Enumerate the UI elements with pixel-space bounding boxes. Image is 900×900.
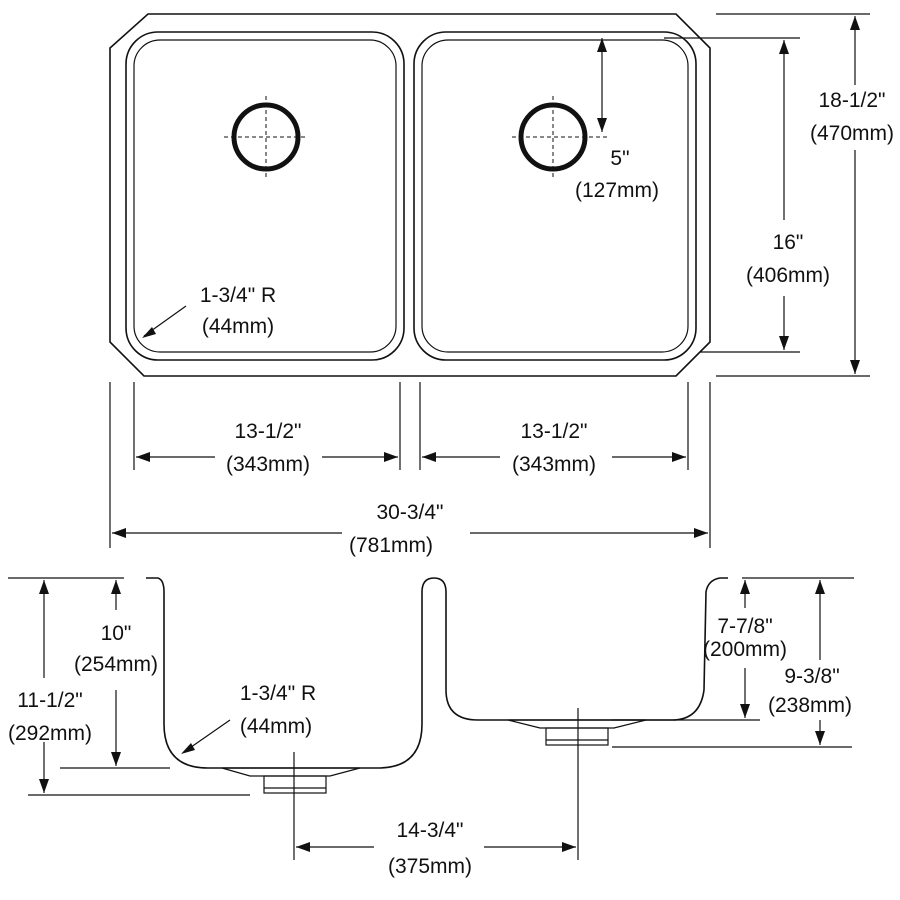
left-inner-depth-dimension: 10" (254mm) bbox=[74, 580, 158, 766]
right-inner-depth-dimension: 7-7/8" (200mm) bbox=[703, 580, 787, 718]
side-corner-radius-metric: (44mm) bbox=[240, 715, 312, 738]
drain-spacing-dimension: 14-3/4" (375mm) bbox=[296, 819, 576, 878]
overall-depth-dimension: 18-1/2" (470mm) bbox=[810, 16, 894, 374]
left-bowl-inner bbox=[133, 39, 397, 353]
right-inner-depth-metric: (200mm) bbox=[703, 638, 787, 661]
top-view: 5" (127mm) 1-3/4" R (44mm) 18-1/2" (470m… bbox=[109, 13, 894, 557]
drain-spacing-imperial: 14-3/4" bbox=[397, 819, 464, 842]
left-bowl-width-metric: (343mm) bbox=[226, 453, 310, 476]
overall-width-metric: (781mm) bbox=[349, 534, 433, 557]
bowl-depth-imperial: 16" bbox=[773, 231, 804, 254]
left-bowl-width-imperial: 13-1/2" bbox=[235, 420, 302, 443]
top-corner-radius-metric: (44mm) bbox=[202, 315, 274, 338]
drain-spacing-metric: (375mm) bbox=[388, 855, 472, 878]
right-bowl-width-dimension: 13-1/2" (343mm) bbox=[422, 420, 686, 476]
bowl-depth-dimension: 16" (406mm) bbox=[746, 40, 830, 350]
right-drain-icon bbox=[512, 96, 608, 178]
left-outer-depth-metric: (292mm) bbox=[8, 722, 92, 745]
left-bowl-outer bbox=[125, 31, 405, 361]
right-outer-depth-imperial: 9-3/8" bbox=[784, 665, 839, 688]
left-outer-depth-imperial: 11-1/2" bbox=[17, 689, 82, 712]
right-bowl-outer bbox=[413, 31, 697, 361]
overall-width-dimension: 30-3/4" (781mm) bbox=[112, 501, 708, 557]
right-bowl-width-metric: (343mm) bbox=[512, 453, 596, 476]
left-drain-icon bbox=[224, 96, 308, 178]
side-corner-radius-imperial: 1-3/4" R bbox=[240, 682, 316, 705]
left-outer-depth-dimension: 11-1/2" (292mm) bbox=[8, 580, 92, 793]
overall-depth-metric: (470mm) bbox=[810, 122, 894, 145]
side-corner-radius-callout: 1-3/4" R (44mm) bbox=[181, 682, 316, 754]
top-corner-radius-imperial: 1-3/4" R bbox=[200, 284, 276, 307]
top-corner-radius-callout: 1-3/4" R (44mm) bbox=[142, 284, 276, 338]
sink-outer-rim bbox=[109, 13, 711, 377]
right-drain-tailpiece-icon bbox=[507, 719, 647, 746]
bowl-depth-metric: (406mm) bbox=[746, 264, 830, 287]
right-bowl-inner bbox=[421, 39, 689, 353]
side-view: 11-1/2" (292mm) 10" (254mm) 1-3/4" R (44… bbox=[8, 577, 854, 878]
right-outer-depth-metric: (238mm) bbox=[768, 694, 852, 717]
right-bowl-width-imperial: 13-1/2" bbox=[521, 420, 588, 443]
left-drain-tailpiece-icon bbox=[221, 767, 361, 794]
left-inner-depth-imperial: 10" bbox=[101, 622, 132, 645]
overall-width-imperial: 30-3/4" bbox=[377, 501, 444, 524]
overall-depth-imperial: 18-1/2" bbox=[819, 89, 886, 112]
side-bowl-profile bbox=[146, 577, 728, 769]
left-inner-depth-metric: (254mm) bbox=[74, 653, 158, 676]
right-inner-depth-imperial: 7-7/8" bbox=[717, 615, 772, 638]
drain-offset-metric: (127mm) bbox=[575, 179, 659, 202]
left-bowl-width-dimension: 13-1/2" (343mm) bbox=[136, 420, 398, 476]
drain-offset-dimension: 5" (127mm) bbox=[575, 38, 659, 202]
drain-offset-imperial: 5" bbox=[610, 147, 629, 170]
right-outer-depth-dimension: 9-3/8" (238mm) bbox=[768, 580, 852, 745]
